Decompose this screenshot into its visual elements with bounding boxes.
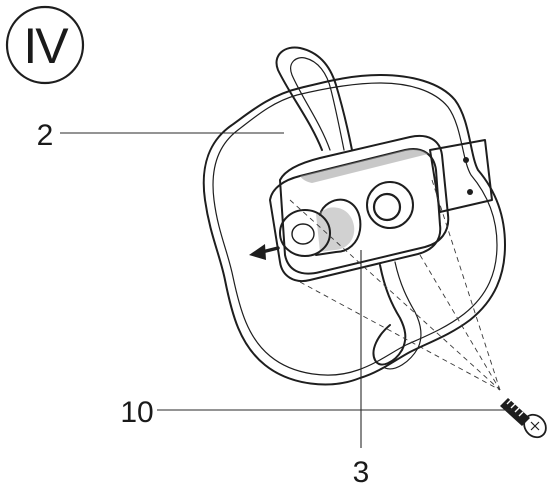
- membrane-inner-edge: [212, 82, 498, 376]
- screw-thread: [502, 395, 524, 417]
- alignment-lines: [289, 179, 501, 391]
- socket-right-inner: [372, 192, 402, 222]
- step-badge: IV: [5, 5, 85, 85]
- strap-loop-top: [275, 46, 353, 151]
- socket-right-outer: [366, 181, 414, 229]
- knob: [279, 198, 362, 257]
- strap-loop-bottom-inner: [384, 261, 422, 370]
- callout-3: 3: [353, 456, 370, 489]
- housing-front-face: [269, 148, 442, 282]
- knob-center: [291, 223, 315, 245]
- housing-rear-shell: [279, 135, 450, 275]
- housing-part: [249, 135, 450, 282]
- screw-slot: [530, 421, 540, 431]
- arrow-left-icon: [249, 244, 280, 260]
- alignment-line-3: [419, 254, 501, 391]
- alignment-line-4: [431, 179, 501, 391]
- alignment-line-1: [289, 199, 501, 391]
- screw-head: [523, 413, 547, 439]
- knob-back: [315, 198, 362, 256]
- callout-10: 10: [120, 396, 153, 429]
- bracket-hole-top: [463, 157, 469, 163]
- knob-face: [279, 209, 331, 257]
- strap-loop-top-inner: [290, 57, 345, 151]
- alignment-line-2: [299, 281, 501, 391]
- knob-side-shade: [316, 207, 355, 252]
- strap-loop-bottom: [372, 264, 407, 366]
- step-badge-circle: [5, 5, 85, 85]
- screw-icon: [500, 395, 547, 439]
- bracket-hole-bottom: [467, 189, 473, 195]
- arrow-head: [249, 244, 266, 260]
- strap: [275, 46, 422, 370]
- callout-2: 2: [37, 119, 54, 152]
- membrane-outline: [202, 74, 506, 386]
- membrane-part: [202, 74, 506, 386]
- step-numeral: IV: [23, 18, 69, 74]
- housing-top-shade: [300, 149, 428, 183]
